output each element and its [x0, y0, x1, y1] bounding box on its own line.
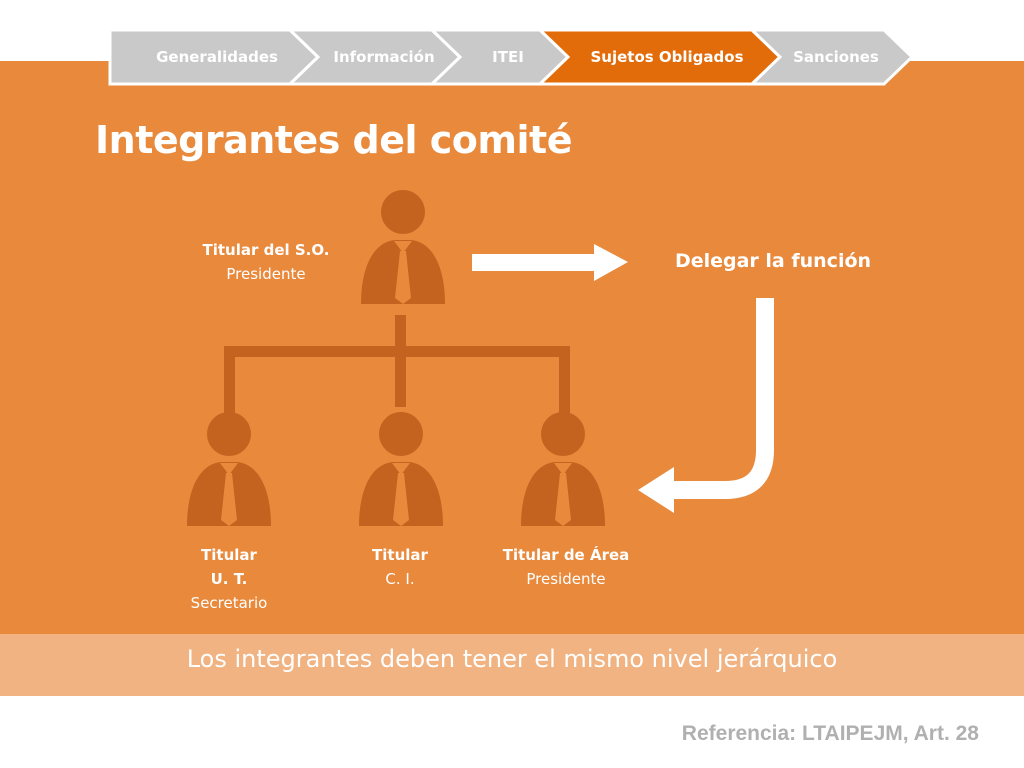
page-title: Integrantes del comité [95, 118, 572, 162]
tab-sanciones-shape[interactable] [748, 28, 915, 86]
top-member-role: Presidente [226, 265, 306, 283]
member-label-ci: Titular C. I. [330, 543, 470, 591]
connector-lines [224, 315, 570, 414]
person-icon [187, 412, 271, 526]
delegate-label: Delegar la función [674, 250, 872, 272]
member-title: Titular de Área [502, 546, 630, 564]
delegate-arrow-icon [472, 244, 628, 281]
footer-band [0, 634, 1024, 696]
member-title: Titular [372, 546, 428, 564]
tab-sujetos-obligados[interactable]: Sujetos Obligados [590, 48, 744, 66]
member-subtitle: C. I. [385, 570, 415, 588]
member-label-ut: Titular U. T. Secretario [159, 543, 299, 615]
tab-generalidades[interactable]: Generalidades [156, 48, 278, 66]
return-arrow-icon [638, 298, 774, 513]
member-role: Presidente [526, 570, 606, 588]
person-icon [521, 412, 605, 526]
tab-itei[interactable]: ITEI [492, 48, 524, 66]
person-icon [359, 412, 443, 526]
tab-sanciones[interactable]: Sanciones [793, 48, 879, 66]
org-chart [187, 190, 774, 526]
member-label-area: Titular de Área Presidente [481, 543, 651, 591]
footer-note: Los integrantes deben tener el mismo niv… [186, 645, 838, 673]
member-title: Titular [201, 546, 257, 564]
person-icon [361, 190, 445, 304]
reference-citation: Referencia: LTAIPEJM, Art. 28 [681, 722, 979, 745]
top-member-label: Titular del S.O. Presidente [186, 238, 346, 286]
top-member-title: Titular del S.O. [202, 241, 330, 259]
tab-informacion[interactable]: Información [333, 48, 435, 66]
member-subtitle: U. T. [210, 570, 248, 588]
breadcrumb [108, 28, 915, 86]
member-role: Secretario [190, 594, 268, 612]
